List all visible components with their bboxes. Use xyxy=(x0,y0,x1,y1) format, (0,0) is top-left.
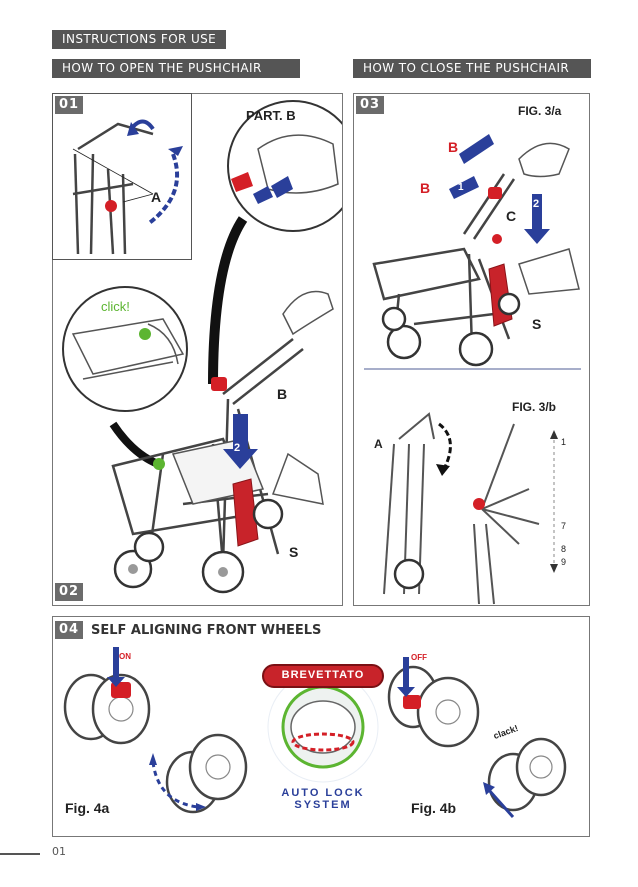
scale-8: 8 xyxy=(561,544,567,554)
fig-4a-label: Fig. 4a xyxy=(65,800,110,816)
part-b-label: PART. B xyxy=(246,108,296,123)
on-label: ON xyxy=(119,652,131,661)
label-s-close: S xyxy=(532,316,542,332)
page-number: 01 xyxy=(52,845,66,858)
fig-3a-label: FIG. 3/a xyxy=(518,104,562,118)
handle-unlock-illustration xyxy=(72,119,183,255)
panel-number-01: 01 xyxy=(55,96,84,114)
panel-number-04: 04 xyxy=(55,621,84,639)
front-wheels-illustration xyxy=(63,647,567,818)
label-b-upper: B xyxy=(448,139,459,155)
instructions-tag: INSTRUCTIONS FOR USE xyxy=(52,30,227,49)
label-a-close: A xyxy=(374,437,383,451)
arrow-2-label: 2 xyxy=(234,442,241,454)
arrow-2-close: 2 xyxy=(533,198,540,210)
label-b: B xyxy=(277,386,288,402)
footer-rule xyxy=(0,853,40,855)
arrow-1-label: 1 xyxy=(271,172,278,184)
panel-close: 03 FIG. 3/a B B C S 1 2 FIG. 3/b A 1 7 8… xyxy=(353,93,590,606)
panel-open-step-1: 01 A xyxy=(52,93,192,260)
pushchair-open-illustration xyxy=(62,100,342,594)
label-s: S xyxy=(289,544,299,560)
label-b-lower: B xyxy=(420,180,431,196)
click-label: click! xyxy=(101,299,130,314)
wheels-title: SELF ALIGNING FRONT WHEELS xyxy=(91,623,322,638)
panel-number-03: 03 xyxy=(356,96,385,114)
off-label: OFF xyxy=(411,653,427,662)
scale-9: 9 xyxy=(561,557,567,567)
brevettato-badge: BREVETTATO xyxy=(281,669,365,681)
open-pushchair-title: HOW TO OPEN THE PUSHCHAIR xyxy=(52,59,300,78)
panel-number-02: 02 xyxy=(55,583,84,601)
auto-lock-system-ring: AUTO LOCK SYSTEM xyxy=(281,787,365,811)
fig-4b-label: Fig. 4b xyxy=(411,800,457,816)
scale-7: 7 xyxy=(561,521,567,531)
fig-3b-label: FIG. 3/b xyxy=(512,400,557,414)
scale-1: 1 xyxy=(561,437,567,447)
close-pushchair-title: HOW TO CLOSE THE PUSHCHAIR xyxy=(353,59,591,78)
label-c: C xyxy=(506,208,517,224)
panel-wheels: 04 SELF ALIGNING FRONT WHEELS ON OFF cla… xyxy=(52,616,590,837)
label-a: A xyxy=(151,189,162,205)
panel-open-main: 02 PART. B click! B S 1 2 xyxy=(52,93,343,606)
arrow-1-close: 1 xyxy=(458,182,464,193)
pushchair-close-illustration xyxy=(364,134,581,605)
